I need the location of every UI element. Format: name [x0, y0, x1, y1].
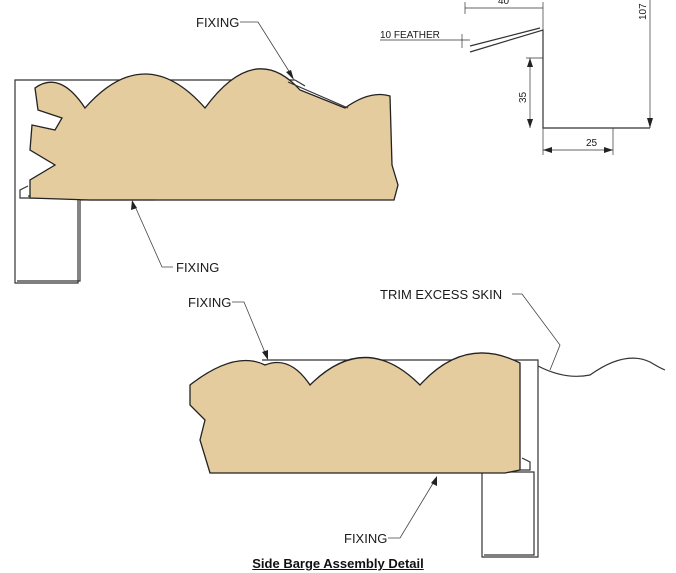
dim-base-width-arrow-right — [604, 147, 613, 153]
dim-top-width-line — [464, 2, 544, 30]
fixing-under-bottom-arrow — [431, 476, 437, 486]
bottom-assembly — [189, 352, 666, 558]
dim-base-width-line — [542, 128, 614, 155]
dim-top-width-value: 40 — [498, 0, 510, 7]
bottom-excess-skin — [537, 357, 666, 377]
fixing-under-top-leader — [133, 203, 173, 268]
fixing-bottom-left-arrow — [262, 350, 268, 360]
feather-leader — [380, 34, 470, 48]
trim-excess-leader — [512, 293, 561, 371]
fixing-bottom-left-leader — [232, 301, 267, 356]
fixing-under-top-arrow — [131, 200, 137, 210]
fixing-under-bottom-leader — [388, 479, 436, 539]
fixing-bottom-left-label: FIXING — [188, 295, 231, 310]
fixing-under-bottom-label: FIXING — [344, 531, 387, 546]
dim-leg-height-value: 35 — [518, 91, 529, 103]
fixing-under-top-label: FIXING — [176, 260, 219, 275]
dim-leg-height-arrow-top — [527, 58, 533, 67]
dim-overall-height-value: 107 — [638, 3, 649, 20]
dim-base-width-value: 25 — [586, 138, 598, 149]
dim-overall-height-arrow — [647, 118, 653, 128]
fixing-top-leader — [240, 21, 293, 77]
diagram-caption: Side Barge Assembly Detail — [252, 556, 424, 571]
top-assembly — [14, 68, 399, 284]
fixing-top-label: FIXING — [196, 15, 239, 30]
trim-profile-line — [469, 29, 650, 129]
dim-leg-height-arrow-bottom — [527, 119, 533, 128]
trim-profile-detail: 40 107 35 25 10 FEATHER — [380, 0, 653, 155]
dim-base-width-arrow-left — [543, 147, 552, 153]
bottom-panel-profile — [189, 352, 521, 474]
top-panel-profile — [29, 68, 399, 201]
top-skin-edge — [287, 81, 349, 109]
trim-profile-inner — [469, 27, 541, 47]
dim-leg-height-line — [526, 57, 543, 128]
feather-label: 10 FEATHER — [380, 30, 440, 41]
trim-excess-label: TRIM EXCESS SKIN — [380, 287, 502, 302]
fixing-top-arrow — [286, 70, 294, 80]
